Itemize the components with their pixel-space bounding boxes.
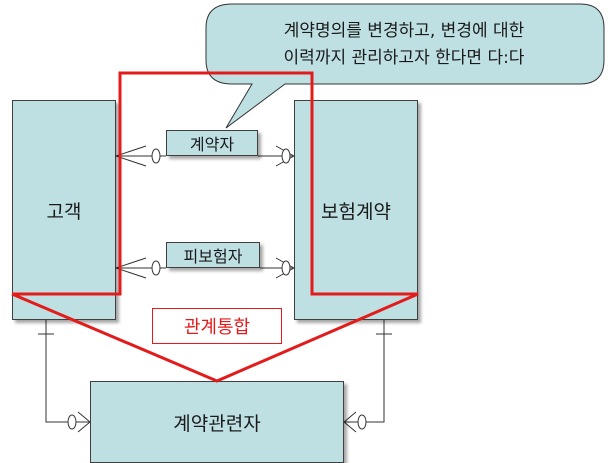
optional-circle [357,414,367,430]
optional-circle [281,148,291,164]
optional-circle [67,414,77,430]
customer-label: 고객 [46,200,82,223]
customer-entity: 고객 [12,100,116,320]
insurance-contract-entity: 보험계약 [294,100,418,320]
callout-line-2: 이력까지 관리하고자 한다면 다:다 [283,48,525,68]
optional-circle [151,148,161,164]
contractor-label: 계약자 [189,135,235,154]
relation-merge-label: 관계통합 [152,308,282,344]
contract-related-party-entity: 계약관련자 [90,381,344,463]
optional-circle [151,260,161,276]
contract-related-relation [343,320,392,433]
callout-text: 계약명의를 변경하고, 변경에 대한 이력까지 관리하고자 한다면 다:다 [200,6,608,84]
contractor-entity: 계약자 [166,130,258,156]
callout-line-1: 계약명의를 변경하고, 변경에 대한 [283,21,525,41]
optional-circle [281,260,291,276]
insured-entity: 피보험자 [166,242,260,268]
contract-related-party-label: 계약관련자 [173,412,261,435]
insured-label: 피보험자 [183,247,243,266]
insurance-contract-label: 보험계약 [321,200,391,223]
customer-related-relation [38,320,91,433]
